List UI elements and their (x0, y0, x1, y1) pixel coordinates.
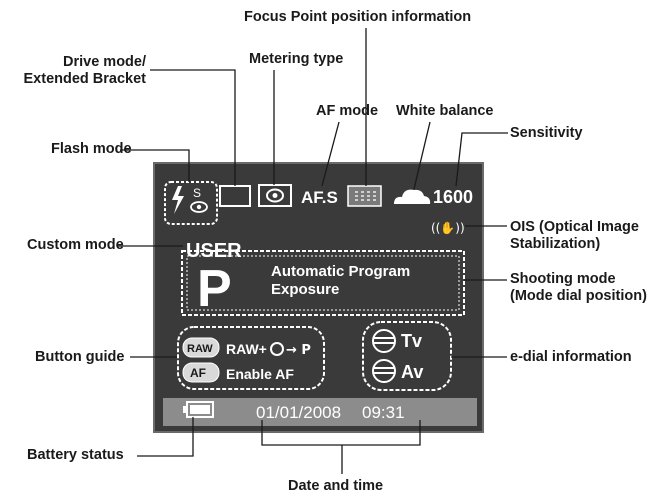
battery-tip (183, 406, 187, 413)
callout-battery: Battery status (27, 447, 124, 463)
callout-ois-line1: OIS (Optical Image (510, 219, 639, 235)
red-eye-icon (190, 201, 208, 213)
shutter-circle-icon (270, 342, 284, 356)
callout-white-balance: White balance (396, 103, 494, 119)
focus-point-dots (355, 191, 376, 201)
shooting-mode-outline (181, 250, 465, 316)
time-value: 09:31 (362, 403, 405, 422)
callout-shooting-mode-line2: (Mode dial position) (510, 288, 647, 304)
callout-drive-mode: Drive mode/ Extended Bracket (24, 54, 147, 88)
af-badge (182, 362, 220, 383)
callout-sensitivity: Sensitivity (510, 125, 583, 141)
callout-drive-mode-line1: Drive mode/ (63, 54, 146, 70)
af-mode-value: AF.S (301, 188, 338, 207)
raw-badge-text: RAW (187, 343, 213, 355)
flash-icon (172, 186, 184, 214)
leader-lines (117, 28, 508, 474)
red-eye-pupil (196, 204, 202, 210)
callout-shooting-mode: Shooting mode (Mode dial position) (510, 271, 647, 305)
date-value: 01/01/2008 (256, 403, 341, 422)
drive-mode-icon (219, 185, 251, 207)
metering-ring (266, 188, 284, 203)
callout-button-guide: Button guide (35, 349, 125, 365)
raw-arrow-text: → P (286, 343, 311, 358)
ois-hand-icon: ((✋)) (431, 221, 465, 235)
callout-ois: OIS (Optical Image Stabilization) (510, 219, 639, 253)
raw-badge (182, 337, 220, 358)
edial-outline (362, 321, 452, 391)
mode-letter: P (197, 260, 232, 318)
iso-value: 1600 (433, 187, 473, 207)
tv-label: Tv (401, 331, 422, 351)
callout-date-time: Date and time (288, 478, 384, 494)
camera-lcd-screen (153, 162, 484, 433)
e-dial-icon (372, 329, 396, 383)
raw-text: RAW+ (226, 341, 267, 357)
av-label: Av (401, 362, 423, 382)
flash-s-label: S (193, 186, 201, 200)
shooting-mode-inner-outline (186, 255, 460, 311)
af-text: Enable AF (226, 366, 294, 382)
af-badge-text: AF (190, 366, 206, 380)
callout-custom-mode: Custom mode (27, 237, 124, 253)
focus-point-icon (347, 185, 382, 207)
battery-icon (186, 401, 214, 418)
flash-group-outline (164, 181, 218, 225)
callout-metering: Metering type (249, 51, 344, 67)
status-bar (163, 398, 477, 426)
callout-flash-mode: Flash mode (51, 141, 132, 157)
callout-focus-point: Focus Point position information (244, 9, 472, 25)
metering-icon (258, 184, 292, 207)
callout-edial: e-dial information (510, 349, 632, 365)
metering-dot (272, 193, 278, 198)
mode-desc-line2: Exposure (271, 281, 339, 298)
callout-drive-mode-line2: Extended Bracket (23, 71, 147, 87)
callout-shooting-mode-line1: Shooting mode (510, 271, 616, 287)
callout-af-mode: AF mode (316, 103, 379, 119)
battery-fill (190, 405, 210, 414)
cloud-icon (394, 189, 431, 204)
callout-ois-line2: Stabilization) (510, 236, 601, 252)
mode-desc-line1: Automatic Program (271, 263, 410, 280)
button-guide-outline (177, 326, 325, 390)
